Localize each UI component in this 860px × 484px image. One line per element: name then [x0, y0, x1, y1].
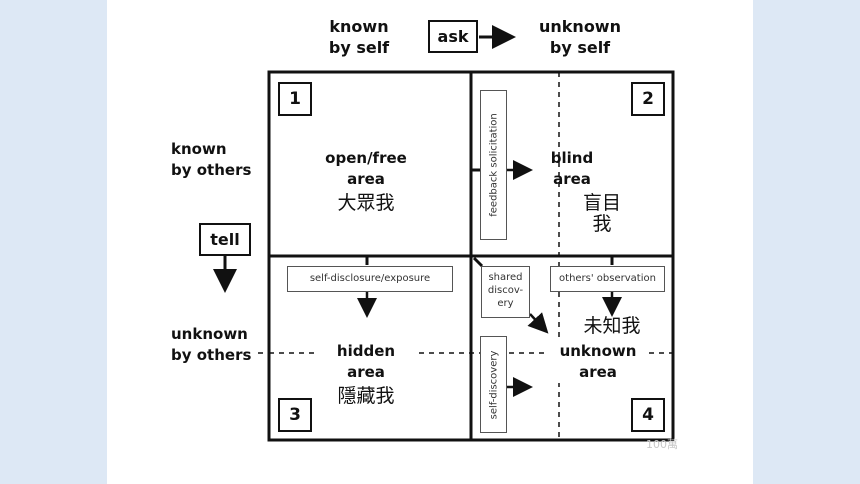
- hidden-area-chinese: 隱藏我: [337, 385, 395, 407]
- shared-discovery-tick: [472, 256, 484, 268]
- unknown-by-self-label: unknown by self: [532, 16, 628, 58]
- quadrant-4-number: 4: [631, 398, 665, 432]
- blind-area-chinese: 盲目我: [582, 192, 621, 235]
- tell-box: tell: [199, 223, 251, 256]
- feedback-solicitation-text: feedback solicitation: [488, 113, 499, 217]
- quadrant-3-number: 3: [278, 398, 312, 432]
- known-by-others-line-2: by others: [171, 161, 252, 179]
- unknown-by-others-line-1: unknown: [171, 325, 248, 343]
- open-area-line-1: open/free: [325, 149, 407, 167]
- shared-discovery-line-3: ery: [497, 298, 514, 309]
- ask-label: ask: [437, 27, 469, 46]
- open-area-line-2: area: [347, 170, 385, 188]
- unknown-by-others-label: unknown by others: [171, 324, 267, 366]
- open-area-label: open/free area 大眾我: [300, 148, 432, 214]
- quadrant-1-number: 1: [278, 82, 312, 116]
- self-disclosure-text: self-disclosure/exposure: [309, 273, 431, 284]
- blind-area-line-2: area: [553, 170, 591, 188]
- watermark: 100萬: [646, 438, 678, 451]
- known-by-self-line-2: by self: [328, 38, 390, 57]
- known-by-self-line-1: known: [329, 17, 389, 36]
- unknown-by-self-line-2: by self: [549, 38, 611, 57]
- shared-discovery-note: shared discov- ery: [481, 266, 530, 318]
- blind-area-label: blind area 盲目我: [522, 148, 622, 235]
- shared-discovery-arrow: [527, 312, 549, 334]
- self-disclosure-note: self-disclosure/exposure: [287, 266, 453, 292]
- blind-area-line-1: blind: [550, 149, 594, 167]
- unknown-area-chinese: 未知我: [583, 315, 641, 337]
- known-by-self-label: known by self: [316, 16, 402, 58]
- hidden-area-line-1: hidden: [336, 342, 396, 360]
- open-area-chinese: 大眾我: [337, 192, 395, 214]
- self-discovery-note: self-discovery: [480, 336, 507, 433]
- self-discovery-text: self-discovery: [488, 350, 499, 419]
- ask-box: ask: [428, 20, 478, 53]
- shared-discovery-line-1: shared: [488, 272, 523, 283]
- known-by-others-label: known by others: [171, 139, 267, 181]
- feedback-solicitation-note: feedback solicitation: [480, 90, 507, 240]
- known-by-others-line-1: known: [171, 140, 227, 158]
- others-observation-text: others' observation: [559, 273, 656, 284]
- hidden-area-line-2: area: [347, 363, 385, 381]
- unknown-area-label: unknown area: [548, 341, 648, 383]
- hidden-area-label: hidden area 隱藏我: [316, 341, 416, 407]
- tell-label: tell: [210, 230, 240, 249]
- others-observation-note: others' observation: [550, 266, 665, 292]
- shared-discovery-line-2: discov-: [487, 285, 524, 296]
- unknown-area-line-1: unknown: [559, 342, 637, 360]
- unknown-by-self-line-1: unknown: [539, 17, 621, 36]
- unknown-area-line-2: area: [579, 363, 617, 381]
- quadrant-2-number: 2: [631, 82, 665, 116]
- unknown-by-others-line-2: by others: [171, 346, 252, 364]
